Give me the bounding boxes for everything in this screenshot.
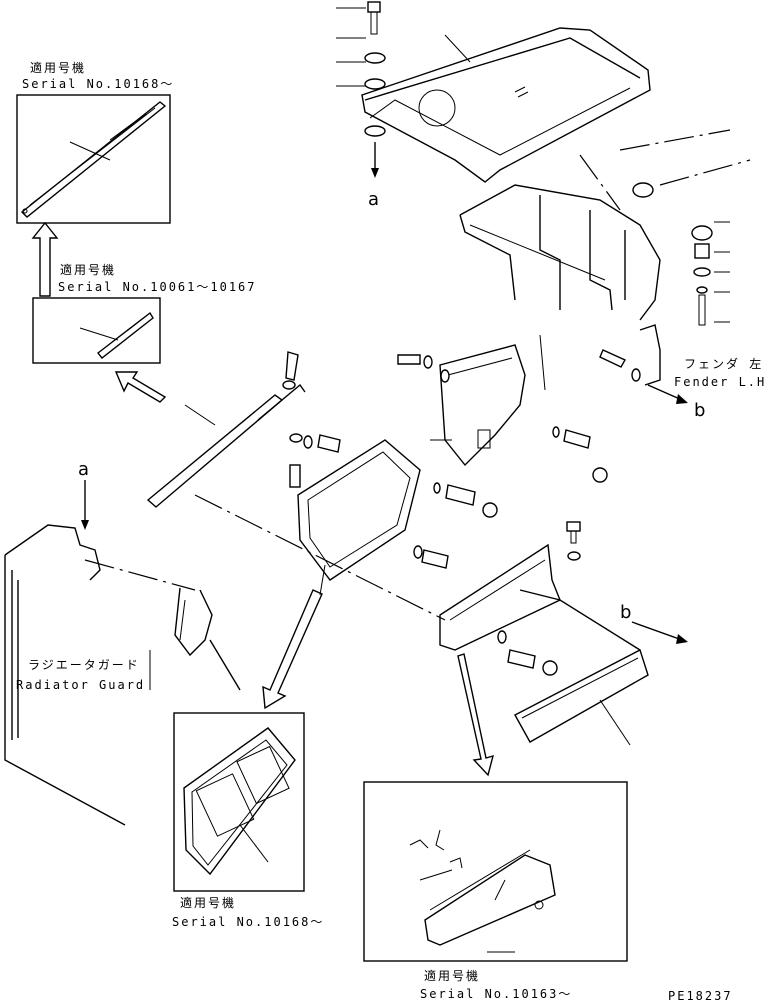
radiator-guard-label-jp: ラジエータガード <box>28 658 140 672</box>
ref-letter-b-lower: b <box>620 602 631 623</box>
lower-bracket <box>194 494 649 746</box>
fender-bracket <box>430 324 661 467</box>
inset-serial-10168-rail <box>16 94 171 224</box>
inset-serial-10168-panel <box>173 712 305 892</box>
serial-label-10061-10167: Serial No.10061～10167 <box>58 280 257 294</box>
main-frame <box>459 129 751 321</box>
applicable-label-mid-left: 適用号機 <box>60 262 116 277</box>
guide-rail <box>146 383 306 508</box>
serial-label-10168-top: Serial No.10168～ <box>22 77 174 91</box>
radiator-guard <box>4 524 241 826</box>
applicable-label-bottom-left: 適用号機 <box>180 895 236 910</box>
ref-letter-b-right: b <box>694 400 705 421</box>
inset-serial-10061-rail <box>32 297 161 364</box>
fender-label-jp: フェンダ 左 <box>684 356 763 371</box>
drawing-code: PE18237 <box>668 989 733 1003</box>
cover-panel <box>297 439 421 596</box>
serial-label-10163: Serial No.10163～ <box>420 987 572 1001</box>
inset-serial-10163-bracket <box>363 781 628 962</box>
serial-label-10168-bottom: Serial No.10168～ <box>172 915 324 929</box>
ref-letter-a-top: a <box>368 189 379 210</box>
radiator-guard-label-en: Radiator Guard <box>16 678 145 692</box>
applicable-label-bottom-right: 適用号機 <box>424 968 480 983</box>
hollow-arrows <box>31 221 494 777</box>
applicable-label-top-left: 適用号機 <box>30 60 86 75</box>
fender-label-en: Fender L.H. <box>674 375 765 389</box>
ref-letter-a-left: a <box>78 459 89 480</box>
top-frame <box>361 27 651 183</box>
hardware-bolts <box>282 1 730 676</box>
reference-arrows <box>81 142 688 644</box>
